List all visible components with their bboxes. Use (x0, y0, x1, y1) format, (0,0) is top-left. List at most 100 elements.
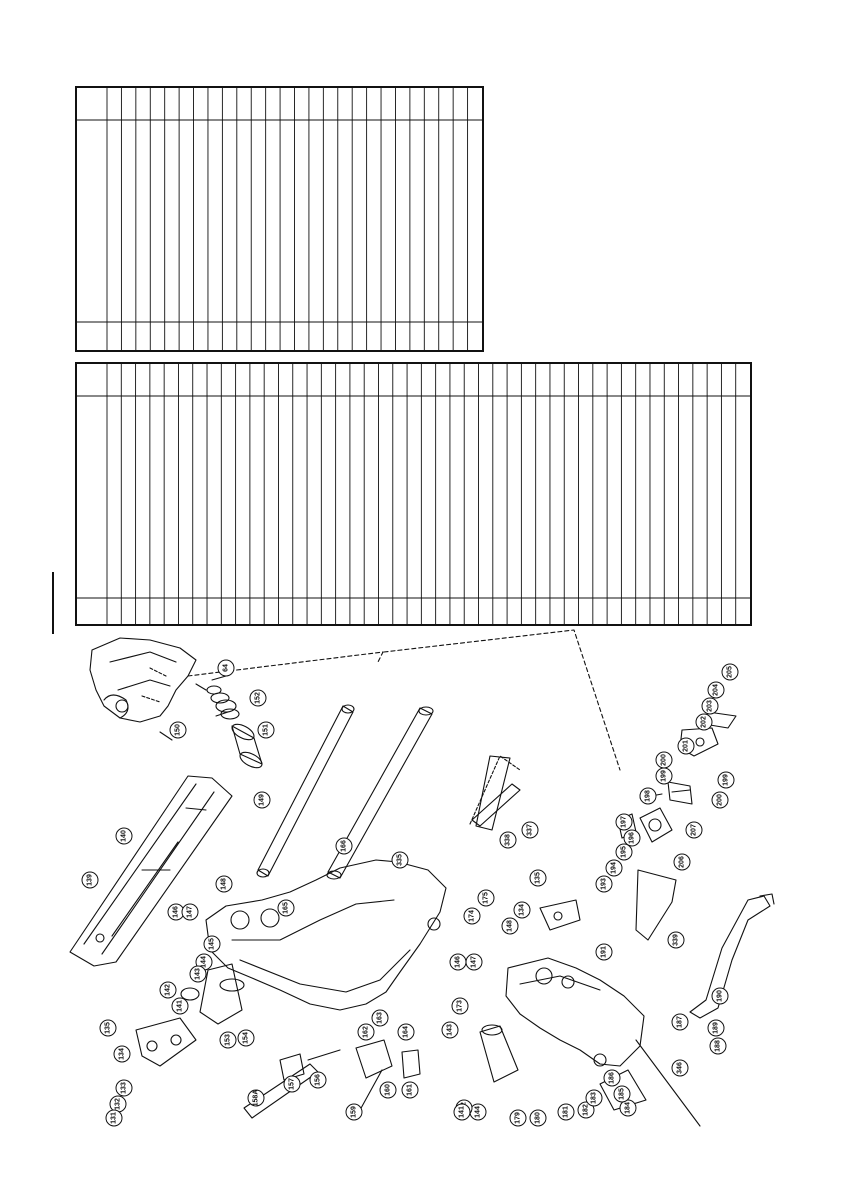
callout-text: 161 (407, 1084, 414, 1096)
callout-text: 190 (717, 990, 724, 1002)
callout-bubble (595, 943, 613, 961)
callout-161: 161 (401, 1081, 419, 1099)
callout-text: 146 (455, 956, 462, 968)
callout-153: 153 (219, 1031, 237, 1049)
callout-152: 152 (249, 689, 267, 707)
callout-194: 194 (605, 859, 623, 877)
callout-bubble (615, 843, 633, 861)
callout-text: 179 (515, 1112, 522, 1124)
callout-145: 145 (203, 935, 221, 953)
callout-bubble (711, 987, 729, 1005)
callout-bubble (115, 827, 133, 845)
callout-148: 148 (215, 875, 233, 893)
callout-text: 200 (717, 794, 724, 806)
callout-147: 147 (181, 903, 199, 921)
handle-190 (689, 893, 775, 1019)
callout-bubble (671, 1059, 689, 1077)
callout-text: 191 (601, 946, 608, 958)
callout-bubble (171, 997, 189, 1015)
callout-bubble (357, 1023, 375, 1041)
callout-text: 135 (535, 872, 542, 884)
callout-204: 204 (707, 681, 725, 699)
callout-148: 148 (501, 917, 519, 935)
callout-text: 337 (527, 824, 534, 836)
callout-text: 199 (723, 774, 730, 786)
callout-bubble (169, 721, 187, 739)
callout-text: 175 (483, 892, 490, 904)
callout-146: 146 (449, 953, 467, 971)
callout-141: 141 (171, 997, 189, 1015)
callout-191: 191 (595, 943, 613, 961)
callout-337: 337 (521, 821, 539, 839)
callout-text: 152 (255, 692, 262, 704)
callout-text: 149 (259, 794, 266, 806)
callout-bubble (463, 907, 481, 925)
callout-text: 166 (341, 840, 348, 852)
callout-text: 157 (289, 1078, 296, 1090)
callout-text: 147 (187, 906, 194, 918)
callout-146: 146 (167, 903, 185, 921)
callout-139: 139 (81, 871, 99, 889)
callout-149: 149 (253, 791, 271, 809)
callout-text: 193 (601, 878, 608, 890)
callout-text: 174 (469, 910, 476, 922)
callout-text: 188 (715, 1040, 722, 1052)
callout-bubble (181, 903, 199, 921)
callout-bubble (451, 997, 469, 1015)
callout-text: 197 (621, 816, 628, 828)
parts-table-upper-grid (77, 88, 482, 350)
callout-201: 201 (677, 737, 695, 755)
callout-193: 193 (595, 875, 613, 893)
callout-bubble (379, 1081, 397, 1099)
callout-text: 144 (201, 956, 208, 968)
callout-text: 141 (177, 1000, 184, 1012)
callout-text: 148 (507, 920, 514, 932)
callout-text: 189 (713, 1022, 720, 1034)
callout-text: 141 (459, 1106, 466, 1118)
callout-202: 202 (695, 713, 713, 731)
callout-bubble (453, 1103, 471, 1121)
callout-bubble (701, 697, 719, 715)
callout-text: 150 (175, 724, 182, 736)
callout-141: 141 (453, 1103, 471, 1121)
callout-189: 189 (707, 1019, 725, 1037)
callout-198: 198 (639, 787, 657, 805)
callout-185: 185 (613, 1085, 631, 1103)
callout-text: 183 (591, 1092, 598, 1104)
callout-154: 154 (237, 1029, 255, 1047)
callout-203: 203 (701, 697, 719, 715)
callout-159: 159 (345, 1103, 363, 1121)
callout-bubble (709, 1037, 727, 1055)
callout-text: 133 (121, 1082, 128, 1094)
callout-text: 207 (691, 824, 698, 836)
callout-bubble (283, 1075, 301, 1093)
callout-text: 206 (679, 856, 686, 868)
callout-132: 132 (109, 1095, 127, 1113)
callout-text: 173 (457, 1000, 464, 1012)
callout-bubble (81, 871, 99, 889)
callout-bubble (371, 1009, 389, 1027)
callout-205: 205 (721, 663, 739, 681)
callout-157: 157 (283, 1075, 301, 1093)
callout-164: 164 (397, 1023, 415, 1041)
callout-131: 131 (105, 1109, 123, 1127)
callout-183: 183 (585, 1089, 603, 1107)
callout-bubble (557, 1103, 575, 1121)
callout-bubble (105, 1109, 123, 1127)
callout-181: 181 (557, 1103, 575, 1121)
callout-bubble (113, 1045, 131, 1063)
callout-173: 173 (451, 997, 469, 1015)
callout-text: 162 (363, 1026, 370, 1038)
callout-158A: 158A (247, 1089, 265, 1107)
callout-151: 151 (257, 721, 275, 739)
callout-bubble (671, 1013, 689, 1031)
callout-bubble (477, 889, 495, 907)
callout-bubble (615, 813, 633, 831)
callout-bubble (401, 1081, 419, 1099)
callout-bubble (677, 737, 695, 755)
callout-text: 154 (243, 1032, 250, 1044)
callout-bubble (115, 1079, 133, 1097)
callout-147: 147 (465, 953, 483, 971)
callout-text: 180 (535, 1112, 542, 1124)
callout-bubble (203, 935, 221, 953)
